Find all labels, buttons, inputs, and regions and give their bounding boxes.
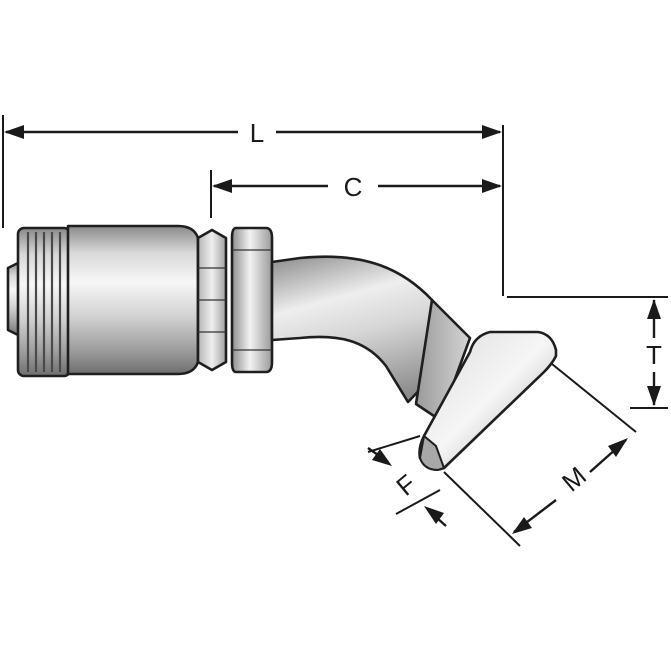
ferrule-shell bbox=[66, 224, 200, 376]
dimension-label-M: M bbox=[556, 461, 592, 498]
flange-rim-shadow bbox=[418, 434, 446, 472]
extension-lines bbox=[2, 115, 668, 547]
dimension-label-F: F bbox=[390, 468, 421, 501]
fitting-body bbox=[6, 224, 558, 472]
thread-grooves bbox=[26, 232, 62, 372]
dimension-T: T bbox=[646, 299, 662, 406]
dimension-C: C bbox=[212, 172, 502, 202]
dimension-L: L bbox=[4, 118, 502, 148]
dimension-M: M bbox=[512, 438, 628, 534]
dimension-label-C: C bbox=[344, 172, 363, 202]
dimension-label-T: T bbox=[646, 340, 662, 370]
dimension-label-L: L bbox=[250, 118, 264, 148]
swivel-collar bbox=[230, 226, 274, 374]
